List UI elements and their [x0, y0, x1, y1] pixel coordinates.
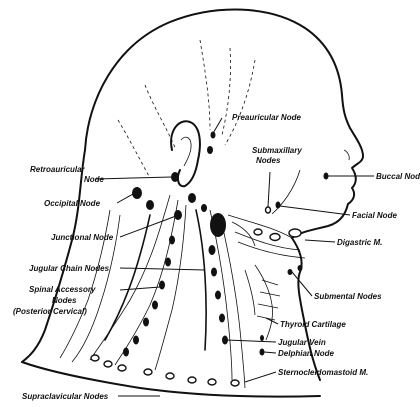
node-supraclav-3	[118, 365, 126, 371]
label-jugular-vein: Jugular Vein	[278, 338, 326, 347]
node-supraclav-6	[188, 377, 196, 383]
label-spinal-accessory-1: Spinal Accessory	[29, 285, 96, 294]
node-spinal-7	[123, 348, 129, 357]
node-supraclav-8	[231, 380, 239, 386]
label-facial: Facial Node	[352, 211, 397, 220]
node-supraclav-1	[91, 355, 99, 361]
node-jugular-4	[215, 291, 221, 300]
label-submaxillary-2: Nodes	[256, 156, 281, 165]
node-supraclav-7	[208, 379, 216, 385]
label-retroauricular-1: Retroauricular	[30, 165, 86, 174]
node-delphian-2	[260, 335, 264, 341]
node-facial	[276, 202, 281, 209]
label-spinal-accessory-2: Nodes	[52, 296, 77, 305]
lymph-nodes	[91, 132, 329, 387]
node-preauricular-1	[207, 146, 213, 154]
label-jugular-chain: Jugular Chain Nodes	[29, 264, 110, 273]
label-submaxillary-1: Submaxillary	[252, 146, 302, 155]
node-spinal-5	[143, 318, 149, 327]
node-spinal-2	[165, 258, 171, 267]
label-occipital: Occipital Node	[44, 199, 101, 208]
node-spinal-1	[169, 236, 175, 245]
label-buccal: Buccal Node	[376, 172, 420, 181]
node-occipital-2	[146, 200, 154, 210]
label-preauricular: Preauricular Node	[232, 113, 301, 122]
label-supraclavicular: Supraclavicular Nodes	[22, 392, 109, 401]
label-sternocleidomastoid: Sternocleidomastoid M.	[278, 368, 368, 377]
node-delphian	[260, 349, 265, 356]
node-jugular-3	[211, 268, 217, 277]
label-junctional: Junctional Node	[51, 233, 114, 242]
node-submaxillary-4	[254, 229, 262, 235]
node-spinal-6	[133, 336, 139, 345]
labels: Preauricular Node Submaxillary Nodes Buc…	[13, 113, 420, 401]
node-occipital-1	[132, 187, 142, 199]
node-jugular-large	[210, 213, 226, 237]
label-thyroid-cartilage: Thyroid Cartilage	[280, 320, 346, 329]
label-spinal-accessory-3: (Posterior Cervical)	[13, 307, 87, 316]
node-junctional	[174, 210, 182, 220]
node-submaxillary-2	[289, 229, 301, 237]
node-buccal	[324, 173, 329, 180]
node-jugular-1	[201, 204, 207, 212]
node-submental-1	[298, 265, 303, 271]
node-submaxillary-1	[266, 207, 271, 213]
node-supraclav-5	[166, 373, 174, 379]
node-jugular-5	[219, 314, 225, 323]
label-retroauricular-2: Node	[84, 175, 105, 184]
label-submental: Submental Nodes	[314, 292, 382, 301]
node-supraclav-4	[144, 369, 152, 375]
node-spinal-3	[159, 281, 165, 290]
scalp-dashed-lines	[118, 40, 255, 178]
node-submaxillary-3	[270, 234, 280, 241]
node-spinal-4	[152, 301, 158, 310]
node-supraclav-2	[104, 361, 112, 367]
node-jugular-2	[209, 245, 216, 255]
node-submental-2	[288, 269, 293, 275]
label-delphian: Delphian Node	[278, 349, 335, 358]
label-digastric: Digastric M.	[337, 238, 382, 247]
node-retroauricular	[171, 172, 179, 182]
node-junctional-2	[188, 193, 196, 203]
